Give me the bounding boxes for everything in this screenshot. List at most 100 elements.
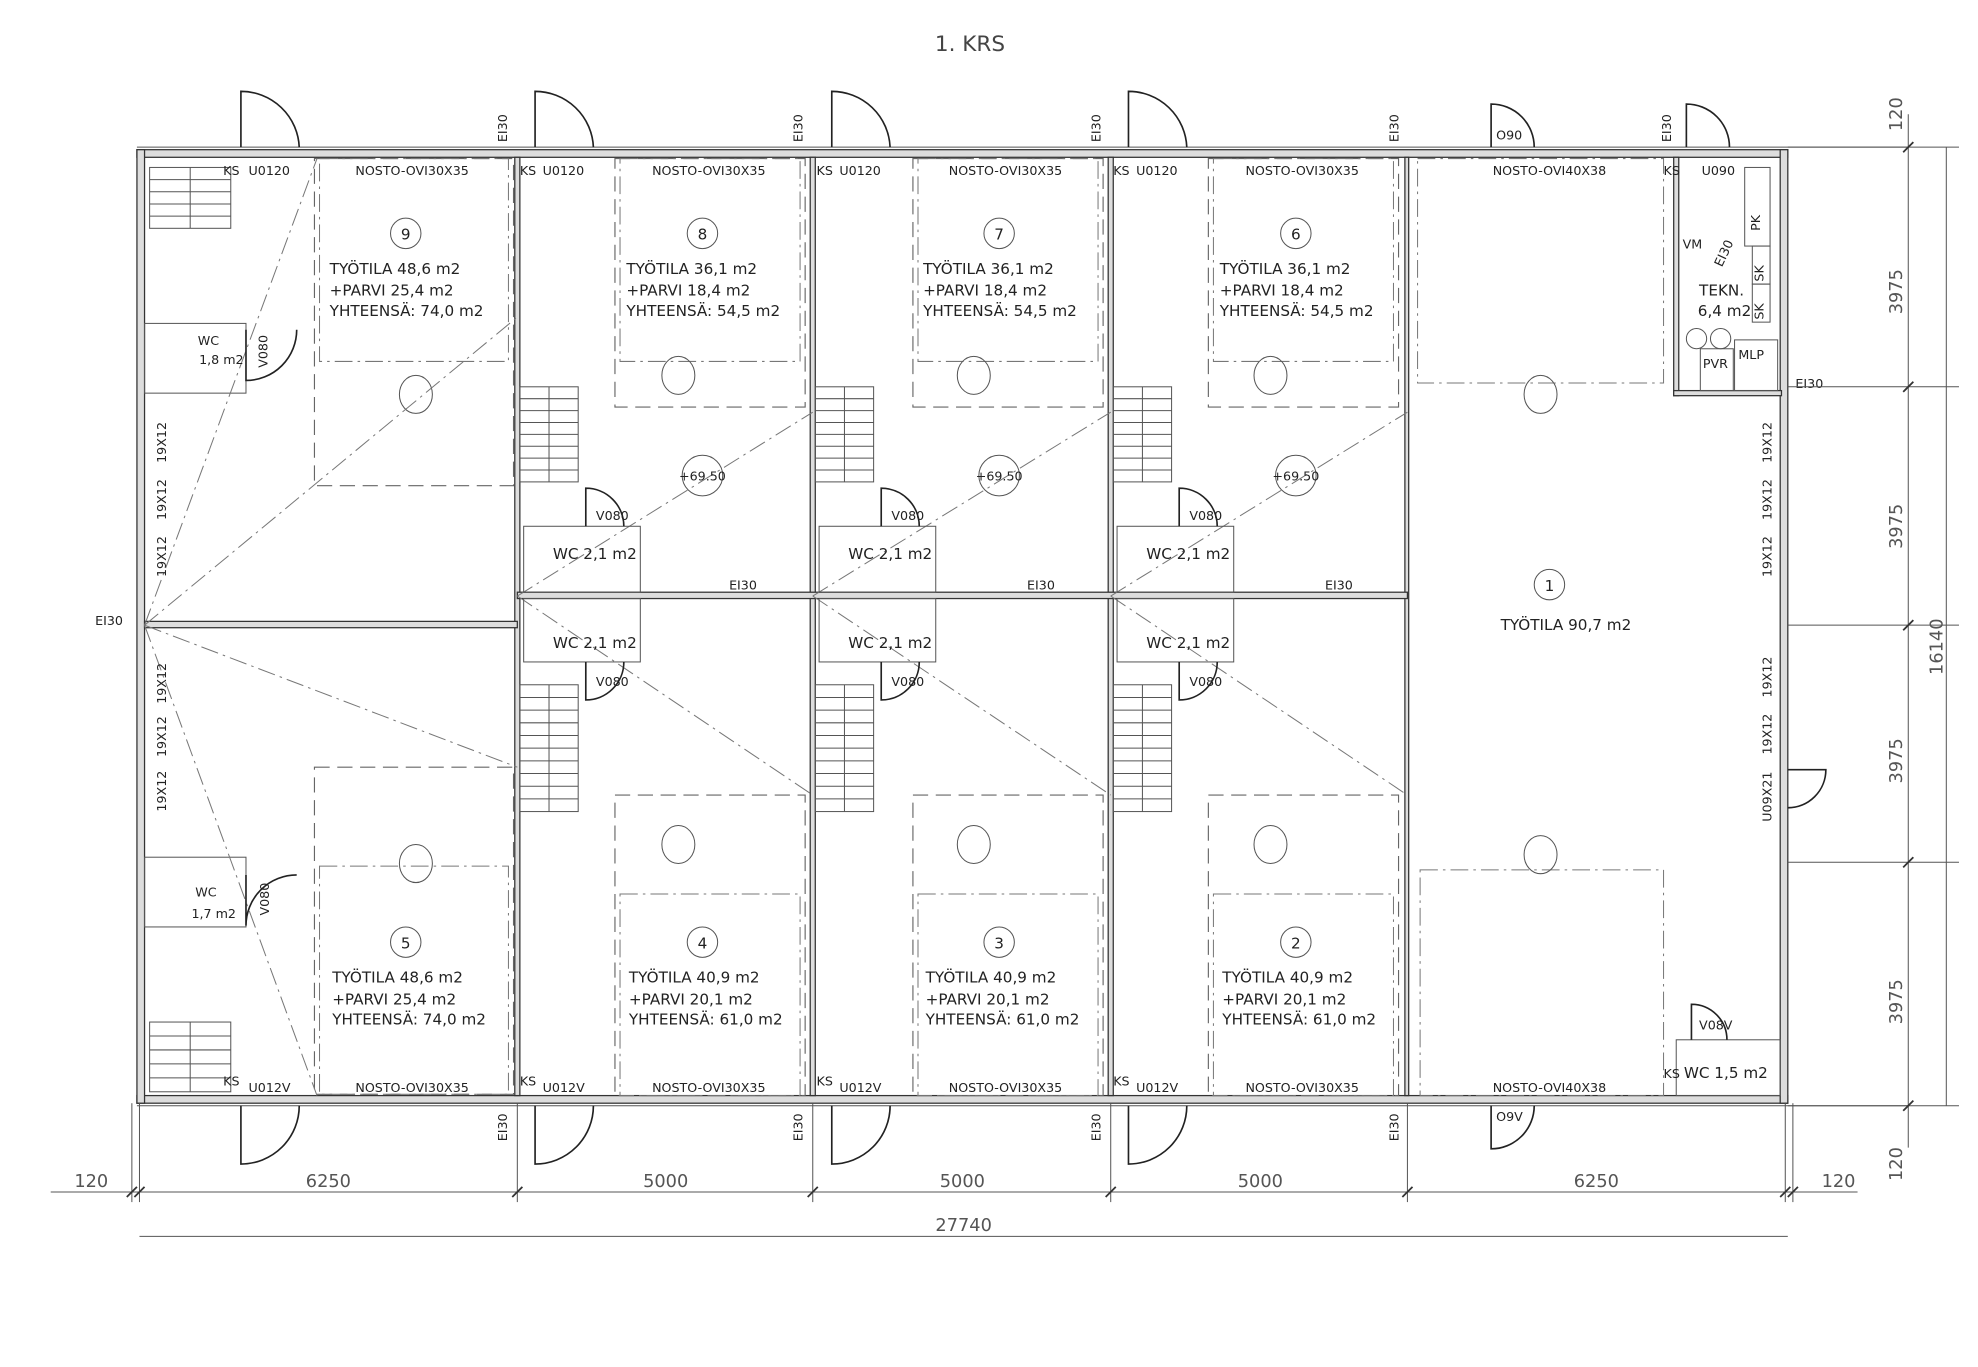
unit-total-area: YHTEENSÄ: 74,0 m2 — [329, 301, 484, 320]
lift-zone — [619, 893, 801, 1097]
elevation-marker — [1275, 454, 1317, 497]
unit-area: TYÖTILA 90,7 m2 — [1500, 615, 1632, 634]
wc-room — [523, 525, 641, 593]
wc-door[interactable] — [1178, 661, 1219, 701]
fire-class-label: EI30 — [1325, 578, 1353, 593]
tech-label: VM — [1683, 237, 1703, 252]
wc-door[interactable] — [245, 874, 297, 926]
fire-class-label: EI30 — [791, 1113, 806, 1141]
wc-area: 1,7 m2 — [191, 906, 236, 921]
wc-label: WC 2,1 m2 — [553, 634, 637, 652]
light-fixture-icon — [1253, 825, 1288, 865]
dimension-tick — [1902, 381, 1914, 393]
unit-number: 4 — [698, 935, 708, 953]
door-label: U090 — [1702, 163, 1735, 178]
door-label: U0120 — [839, 163, 880, 178]
wc-label: WC 2,1 m2 — [553, 545, 637, 563]
ks-label: KS — [1113, 163, 1129, 178]
sk-cabinet — [1751, 283, 1771, 323]
tech-label: EI30 — [1711, 237, 1736, 269]
light-fixture-icon — [956, 825, 991, 865]
unit-total-area: YHTEENSÄ: 54,5 m2 — [922, 301, 1077, 320]
elevation-label: +69.50 — [679, 469, 726, 484]
unit-number-circle — [686, 217, 719, 250]
dimension-tick — [1787, 1186, 1799, 1198]
window-label: 19X12 — [154, 479, 169, 520]
tech-label: SK — [1752, 303, 1767, 320]
unit-number: 5 — [401, 935, 411, 953]
unit-number-circle — [983, 926, 1015, 958]
wc-label: WC 2,1 m2 — [848, 634, 932, 652]
unit-number: 6 — [1291, 226, 1301, 244]
roof-slope-line — [517, 595, 814, 796]
light-fixture-icon — [956, 355, 991, 395]
lift-door-label: NOSTO-OVI30X35 — [355, 1080, 468, 1095]
door-o9v[interactable] — [1490, 1105, 1536, 1150]
door-label: U012V — [543, 1080, 585, 1095]
dimension-label: 3975 — [1887, 738, 1907, 783]
entrance-door[interactable] — [534, 90, 595, 148]
window-label: 19X12 — [1759, 479, 1774, 520]
door-label: O90 — [1496, 128, 1522, 143]
elevation-marker — [978, 454, 1020, 497]
unit-area: TYÖTILA 40,9 m2 — [628, 968, 760, 987]
roof-slope-line — [812, 411, 1111, 597]
light-fixture-icon — [661, 355, 696, 395]
lift-zone — [1212, 893, 1394, 1097]
wc-door[interactable] — [1178, 487, 1219, 527]
unit-number-circle — [390, 217, 422, 250]
side-door[interactable] — [1787, 768, 1827, 809]
unit-area: TYÖTILA 48,6 m2 — [331, 968, 463, 987]
ks-label: KS — [817, 163, 833, 178]
lift-zone — [917, 893, 1099, 1097]
window-label: 19X12 — [1759, 422, 1774, 463]
unit-total-area: YHTEENSÄ: 61,0 m2 — [925, 1010, 1080, 1029]
door-label: V080 — [596, 674, 629, 689]
unit-number: 1 — [1545, 577, 1555, 595]
lift-zone — [619, 158, 801, 362]
door-label: U0120 — [249, 163, 290, 178]
fire-class-label: EI30 — [495, 114, 510, 142]
entrance-door[interactable] — [1127, 90, 1188, 148]
wc-door[interactable] — [880, 661, 921, 701]
wc-door[interactable] — [584, 661, 625, 701]
dimension-label: 6250 — [1574, 1172, 1619, 1192]
window-label: 19X12 — [154, 422, 169, 463]
roof-slope-line — [1110, 595, 1408, 796]
lift-door-label: NOSTO-OVI40X38 — [1493, 1080, 1606, 1095]
pvr-cabinet — [1699, 348, 1734, 392]
ks-label: KS — [1664, 1066, 1680, 1081]
lift-zone — [319, 865, 509, 1095]
door-label: U09X21 — [1759, 772, 1774, 822]
door-label: O9V — [1496, 1109, 1523, 1124]
entrance-door[interactable] — [830, 90, 891, 148]
loft-outline — [614, 794, 806, 1097]
wc-door[interactable] — [584, 487, 625, 527]
lift-zone — [1419, 869, 1665, 1097]
unit-area: TYÖTILA 40,9 m2 — [925, 968, 1057, 987]
wc-label: WC 2,1 m2 — [1146, 634, 1230, 652]
wc-door[interactable] — [1690, 1003, 1728, 1040]
door-u090[interactable] — [1685, 103, 1731, 148]
tank-icon — [1709, 327, 1732, 350]
entrance-door[interactable] — [1127, 1105, 1188, 1165]
entrance-door[interactable] — [830, 1105, 891, 1165]
unit-number-circle — [1280, 926, 1312, 958]
entrance-door[interactable] — [240, 1105, 301, 1165]
door-o90[interactable] — [1490, 103, 1536, 148]
wc-door[interactable] — [880, 487, 921, 527]
dimension-tick — [511, 1186, 524, 1198]
dimension-label: 120 — [1887, 97, 1907, 131]
elevation-marker — [681, 454, 724, 497]
lift-zone — [917, 158, 1099, 362]
dimension-tick — [1779, 1186, 1791, 1198]
wc-door[interactable] — [245, 329, 298, 382]
entrance-door[interactable] — [240, 90, 301, 148]
unit-number: 9 — [401, 226, 411, 244]
door-label: V080 — [596, 508, 629, 523]
entrance-door[interactable] — [534, 1105, 595, 1165]
wc-label: WC 1,5 m2 — [1684, 1064, 1768, 1082]
lift-zone — [319, 158, 509, 362]
dimension-label: 3975 — [1887, 504, 1907, 549]
unit-area: TYÖTILA 36,1 m2 — [1219, 259, 1351, 278]
